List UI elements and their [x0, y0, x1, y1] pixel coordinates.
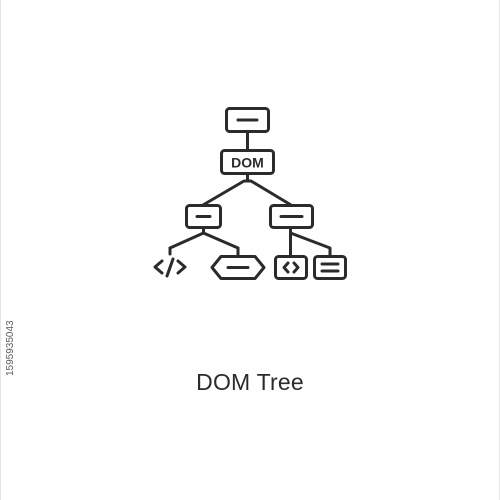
code-box-node-icon [274, 255, 308, 280]
left-frame-edge [0, 0, 1, 500]
document-node-icon [313, 255, 347, 280]
code-tag-icon [153, 257, 187, 278]
dom-badge-label: DOM [231, 155, 264, 171]
stock-id-label: 1595935043 [5, 320, 126, 376]
hexagon-node-icon [210, 255, 266, 280]
icon-caption: DOM Tree [196, 369, 304, 395]
stock-id-text: 1595935043 [5, 320, 16, 376]
